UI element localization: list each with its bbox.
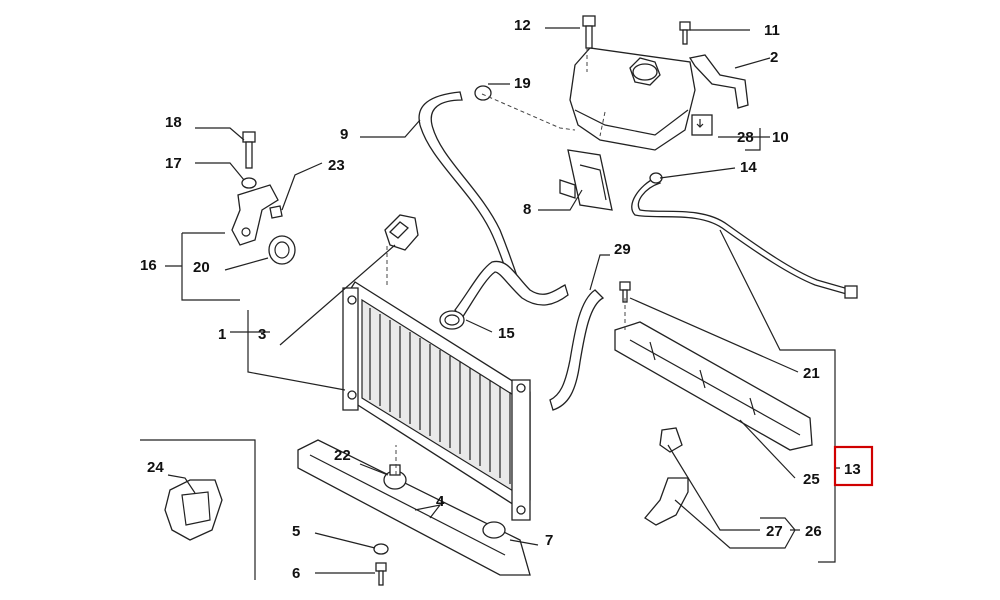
callout-26[interactable]: 26 — [805, 523, 822, 540]
callout-24[interactable]: 24 — [147, 459, 164, 476]
highlight-box — [833, 445, 874, 487]
air-deflector[interactable] — [614, 321, 813, 451]
overflow-pipe[interactable] — [631, 172, 858, 299]
callout-4[interactable]: 4 — [436, 493, 445, 510]
expansion-tank[interactable] — [569, 47, 696, 151]
tank-bolt[interactable] — [582, 15, 596, 49]
callout-19[interactable]: 19 — [514, 75, 531, 92]
callout-16[interactable]: 16 — [140, 257, 157, 274]
callout-10[interactable]: 10 — [772, 129, 789, 146]
callout-6[interactable]: 6 — [292, 565, 300, 582]
callout-17[interactable]: 17 — [165, 155, 182, 172]
washer[interactable] — [373, 543, 389, 555]
bracket-bolt[interactable] — [679, 21, 691, 45]
warning-label-sticker[interactable] — [691, 114, 713, 136]
hose-clamp[interactable] — [439, 310, 465, 330]
radiator[interactable] — [342, 281, 531, 521]
lower-hose[interactable] — [549, 289, 605, 411]
callout-22[interactable]: 22 — [334, 447, 351, 464]
callout-5[interactable]: 5 — [292, 523, 300, 540]
rubber-mount[interactable] — [383, 464, 407, 490]
callout-3[interactable]: 3 — [258, 326, 266, 343]
hose-clip-inset[interactable] — [140, 439, 256, 580]
callout-18[interactable]: 18 — [165, 114, 182, 131]
callout-7[interactable]: 7 — [545, 532, 553, 549]
callout-11[interactable]: 11 — [764, 22, 780, 39]
support-bracket[interactable] — [644, 477, 689, 526]
filler-neck[interactable] — [384, 214, 419, 251]
callout-13[interactable]: 13 — [844, 461, 861, 478]
hose-connector[interactable] — [474, 85, 492, 101]
callout-12[interactable]: 12 — [514, 17, 531, 34]
callout-15[interactable]: 15 — [498, 325, 515, 342]
callout-29[interactable]: 29 — [614, 241, 631, 258]
mounting-bracket-set[interactable] — [231, 131, 296, 265]
callout-8[interactable]: 8 — [523, 201, 531, 218]
callout-1[interactable]: 1 — [218, 326, 226, 343]
callout-28[interactable]: 28 — [737, 129, 754, 146]
mount-bolt[interactable] — [375, 562, 387, 586]
lower-crossmember[interactable] — [297, 439, 531, 576]
callout-9[interactable]: 9 — [340, 126, 348, 143]
upper-hose[interactable] — [418, 91, 569, 320]
tank-mount-bracket[interactable] — [688, 54, 749, 109]
callout-23[interactable]: 23 — [328, 157, 345, 174]
callout-14[interactable]: 14 — [740, 159, 757, 176]
callout-2[interactable]: 2 — [770, 49, 778, 66]
callout-21[interactable]: 21 — [803, 365, 820, 382]
tank-bracket[interactable] — [559, 149, 613, 211]
support-clip[interactable] — [659, 427, 683, 453]
callout-27[interactable]: 27 — [766, 523, 783, 540]
radiator-bushing[interactable] — [482, 521, 506, 539]
callout-20[interactable]: 20 — [193, 259, 210, 276]
callout-25[interactable]: 25 — [803, 471, 820, 488]
